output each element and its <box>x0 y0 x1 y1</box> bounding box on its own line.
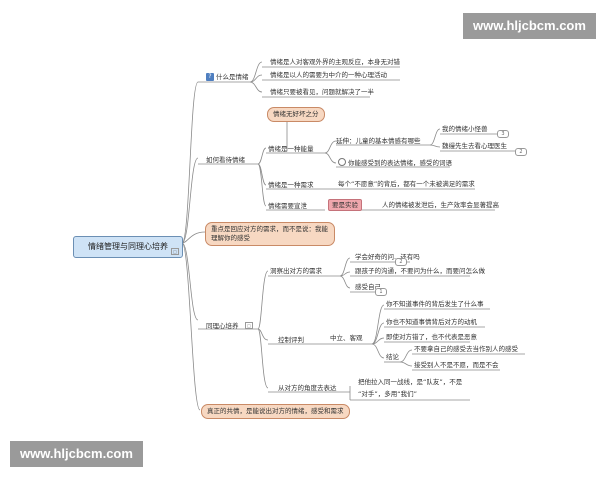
control-title: 控制评判 <box>278 336 304 344</box>
needs-item-1: 学会好奇的问...还有吗 <box>355 253 420 261</box>
control-item-2: 即使对方错了，也不代表是恶意 <box>386 333 477 341</box>
branch1-item-2: 情绪是以人的需要为中介的一种心理活动 <box>270 71 387 79</box>
energy-title: 情绪是一种能量 <box>268 145 314 153</box>
circle-icon <box>338 158 346 166</box>
question-icon: ? <box>206 73 214 81</box>
count-badge: 2 <box>515 148 527 156</box>
energy-child-label: 延伸：儿童的基本情感有哪些 <box>336 137 421 145</box>
central-topic: 情绪管理与同理心培养 <box>73 236 183 258</box>
needs-item-3: 感受自己 <box>355 283 381 291</box>
energy-child-item-1: 我的情绪小怪兽 <box>442 125 488 133</box>
needs-item-2: 跟孩子的沟通，不要问为什么，而要问怎么做 <box>355 267 485 275</box>
control-neutral: 中立、客观 <box>330 334 363 342</box>
callout-no-good-bad: 情绪无好坏之分 <box>267 107 325 122</box>
branch-empathy: 同理心培养 <box>206 322 239 330</box>
branch1-item-3: 情绪只要被看见，问题就解决了一半 <box>270 88 374 96</box>
collapse-icon: □ <box>171 248 179 255</box>
conclusion-1: 不要拿自己的感受去当作别人的感受 <box>414 345 518 353</box>
cost-text: 人的情绪被发泄后，生产效率会显著提高 <box>382 201 499 209</box>
callout-respond-needs: 重点是回应对方的需求，而不是说：我能理解你的感受 <box>205 222 335 246</box>
callout-true-empathy: 真正的共情，是能说出对方的情绪，感受和需求 <box>201 404 350 419</box>
branch1-item-1: 情绪是人对客观外界的主观反应，本身无对错 <box>270 58 400 66</box>
count-badge: 2 <box>395 258 407 266</box>
needs-title: 洞察出对方的需求 <box>270 267 322 275</box>
energy-express: 你能感受到的表达情绪，感受的词语 <box>348 159 452 167</box>
need-text: 每个“不愿意”的背后，都有一个未被满足的需求 <box>338 180 475 188</box>
count-badge: 3 <box>497 130 509 138</box>
angle-text-1: 把他拉入同一战线，是“队友”，不是 <box>358 378 463 386</box>
cost-title: 情绪需要宣泄 <box>268 202 307 210</box>
angle-title: 从对方的角度去表达 <box>278 384 337 392</box>
need-title: 情绪是一种需求 <box>268 181 314 189</box>
experiment-tag: 要是实验 <box>328 199 362 211</box>
angle-text-2: “对手”，多用“我们” <box>358 390 417 398</box>
conclusion-2: 接受别人不是不愿，而是不会 <box>414 361 499 369</box>
branch-what-is-emotion: 什么是情绪 <box>216 73 249 81</box>
branch-how-to-view: 如何看待情绪 <box>206 156 245 164</box>
collapse-icon: □ <box>245 322 253 329</box>
watermark-bottom: www.hljcbcm.com <box>10 441 143 467</box>
conclusion-label: 结论 <box>386 353 399 361</box>
energy-child-item-2: 魏缦先生去看心理医生 <box>442 142 507 150</box>
control-top: 你不知道事件的背后发生了什么事 <box>386 300 484 308</box>
control-item-1: 你也不知道事情背后对方的动机 <box>386 318 477 326</box>
count-badge: 1 <box>375 288 387 296</box>
watermark-top: www.hljcbcm.com <box>463 13 596 39</box>
